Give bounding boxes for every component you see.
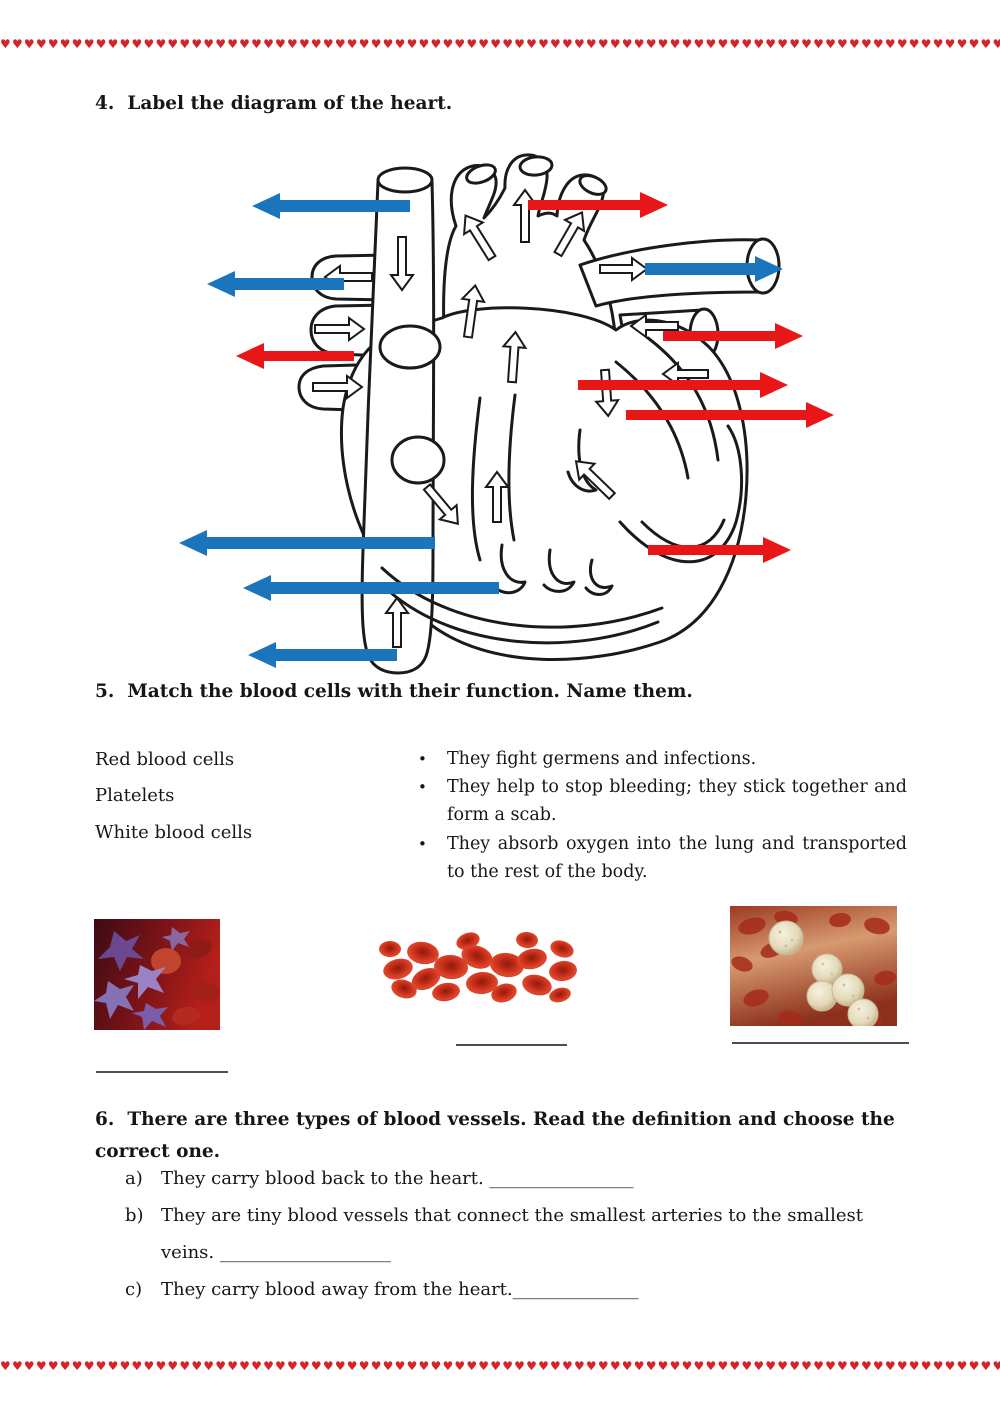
answer-line-red-blood-cells[interactable] xyxy=(456,1044,567,1046)
platelets-photo xyxy=(94,919,220,1030)
flow-direction-outline-arrow xyxy=(599,256,649,282)
red-blood-cells-photo xyxy=(376,927,584,1009)
q6-item-a-label: a) xyxy=(125,1168,143,1189)
white-blood-cells-photo xyxy=(730,906,897,1026)
blue-flow-arrow-left xyxy=(207,271,344,297)
blood-cell-list: Red blood cells Platelets White blood ce… xyxy=(95,742,252,851)
flow-direction-outline-arrow xyxy=(422,483,459,526)
red-flow-arrow-right xyxy=(648,537,791,563)
bottom-hearts-border: ♥♥♥♥♥♥♥♥♥♥♥♥♥♥♥♥♥♥♥♥♥♥♥♥♥♥♥♥♥♥♥♥♥♥♥♥♥♥♥♥… xyxy=(0,1359,1000,1373)
flow-direction-outline-arrow xyxy=(501,330,528,384)
q6-title-text: There are three types of blood vessels. … xyxy=(95,1109,895,1162)
colored-flow-arrows xyxy=(179,192,834,668)
q6-title: 6.There are three types of blood vessels… xyxy=(95,1104,907,1168)
answer-blank-b[interactable]: ___________________ xyxy=(219,1242,391,1263)
fossa-oval xyxy=(390,435,446,485)
flow-direction-outline-arrow xyxy=(384,596,410,648)
flow-direction-outline-arrow xyxy=(661,361,709,387)
bullet-icon: • xyxy=(418,750,427,768)
match-function-2[interactable]: • They help to stop bleeding; they stick… xyxy=(415,773,907,829)
flow-direction-outline-arrow xyxy=(594,368,621,418)
red-flow-arrow-right xyxy=(578,372,788,398)
flow-direction-outline-arrow xyxy=(314,316,366,342)
flow-direction-outline-arrow xyxy=(629,313,679,339)
red-flow-arrow-right xyxy=(663,323,803,349)
vena-cava-tube xyxy=(360,180,436,675)
q6-item-c-text: They carry blood away from the heart. xyxy=(161,1279,513,1300)
blue-flow-arrow-left xyxy=(248,642,397,668)
blue-flow-arrow-left xyxy=(179,530,435,556)
flow-direction-outline-arrow xyxy=(462,214,497,262)
function-list: • They fight germens and infections. • T… xyxy=(415,745,907,886)
flow-direction-outline-arrow xyxy=(312,374,364,400)
heart-line-art xyxy=(297,153,781,675)
q6-item-list: a) They carry blood back to the heart. __… xyxy=(125,1160,917,1308)
bullet-icon: • xyxy=(418,778,427,797)
blue-flow-arrow-left xyxy=(243,575,499,601)
aorta-branch-opening xyxy=(578,174,608,196)
q6-item-c-label: c) xyxy=(125,1279,143,1300)
flow-direction-outline-arrows xyxy=(312,188,709,648)
q6-item-a-text: They carry blood back to the heart. xyxy=(161,1168,490,1189)
red-flow-arrow-right xyxy=(626,402,834,428)
ventricle-wall-line xyxy=(388,590,660,645)
flow-direction-outline-arrow xyxy=(574,460,617,501)
q4-number: 4. xyxy=(95,93,115,114)
match-function-1[interactable]: • They fight germens and infections. xyxy=(415,745,907,773)
flow-direction-outline-arrow xyxy=(389,236,415,292)
q5-title: 5. Match the blood cells with their funct… xyxy=(95,681,693,702)
flow-direction-outline-arrow xyxy=(460,283,486,339)
match-item-white-blood-cells[interactable]: White blood cells xyxy=(95,821,253,843)
q6-item-b-label: b) xyxy=(125,1205,144,1226)
valve-leaflet xyxy=(584,558,614,596)
q5-number: 5. xyxy=(95,681,115,702)
flow-direction-outline-arrow xyxy=(553,210,586,258)
q6-item-a: a) They carry blood back to the heart. __… xyxy=(125,1160,917,1197)
match-item-platelets[interactable]: Platelets xyxy=(95,785,175,807)
red-flow-arrow-left xyxy=(236,343,354,369)
valve-leaflet xyxy=(542,548,576,593)
vessel-sweep-line xyxy=(646,336,720,462)
atrium-oval xyxy=(378,324,442,370)
heart-diagram-svg xyxy=(179,153,834,675)
match-item-red-blood-cells[interactable]: Red blood cells xyxy=(95,749,235,770)
valve-leaflet xyxy=(566,428,598,493)
flow-direction-outline-arrow xyxy=(484,470,510,523)
top-hearts-border: ♥♥♥♥♥♥♥♥♥♥♥♥♥♥♥♥♥♥♥♥♥♥♥♥♥♥♥♥♥♥♥♥♥♥♥♥♥♥♥♥… xyxy=(0,37,1000,51)
q6-item-b: b) They are tiny blood vessels that conne… xyxy=(125,1197,917,1271)
vena-cava-opening xyxy=(376,166,434,194)
q6-number: 6. xyxy=(95,1109,115,1130)
answer-blank-c[interactable]: ______________ xyxy=(512,1279,639,1300)
valve-leaflet xyxy=(492,543,527,595)
q4-title-text: Label the diagram of the heart. xyxy=(127,93,453,114)
aorta-branch-opening xyxy=(465,163,497,185)
bullet-icon: • xyxy=(418,834,427,853)
blue-flow-arrow-right xyxy=(645,256,783,282)
match-function-3[interactable]: • They absorb oxygen into the lung and t… xyxy=(415,830,907,886)
septum-line xyxy=(507,393,517,542)
answer-blank-a[interactable]: ________________ xyxy=(489,1168,634,1189)
q4-title: 4. Label the diagram of the heart. xyxy=(95,93,452,114)
answer-line-platelets[interactable] xyxy=(96,1071,228,1073)
q6-item-c: c) They carry blood away from the heart._… xyxy=(125,1271,917,1308)
red-flow-arrow-right xyxy=(528,192,668,218)
heart-body-shape xyxy=(339,306,749,662)
answer-line-white-blood-cells[interactable] xyxy=(732,1042,909,1044)
blue-flow-arrow-left xyxy=(252,193,410,219)
aorta-branch-opening xyxy=(518,155,554,177)
septum-line xyxy=(470,396,482,562)
q6-item-b-text: They are tiny blood vessels that connect… xyxy=(161,1205,863,1263)
q5-title-text: Match the blood cells with their functio… xyxy=(127,681,693,702)
